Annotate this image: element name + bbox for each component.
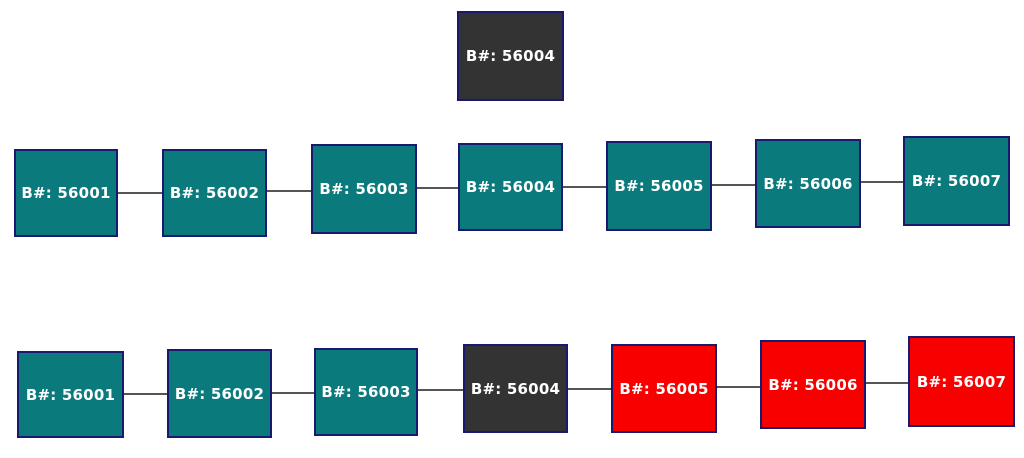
tampered-chain-block-0: B#: 56001 [17,351,124,438]
valid-chain-connector-0-1 [118,192,162,194]
tampered-chain-connector-1-2 [272,392,314,394]
valid-chain-block-0: B#: 56001 [14,149,118,237]
valid-chain-block-4: B#: 56005 [606,141,712,231]
tampered-chain-block-5: B#: 56006 [760,340,866,429]
tampered-chain-block-3: B#: 56004 [463,344,568,433]
valid-chain-connector-2-3 [417,187,458,189]
tampered-chain-connector-5-6 [866,382,908,384]
valid-chain-connector-4-5 [712,184,755,186]
tampered-chain-block-2: B#: 56003 [314,348,418,436]
tampered-chain-block-1: B#: 56002 [167,349,272,438]
valid-chain-block-5: B#: 56006 [755,139,861,228]
valid-chain-block-1: B#: 56002 [162,149,267,237]
valid-chain-block-3: B#: 56004 [458,143,563,231]
orphan-block: B#: 56004 [457,11,564,101]
tampered-chain-connector-2-3 [418,389,463,391]
valid-chain-connector-3-4 [563,186,606,188]
valid-chain-block-6: B#: 56007 [903,136,1010,226]
tampered-chain-block-6: B#: 56007 [908,336,1015,427]
valid-chain-connector-5-6 [861,181,903,183]
tampered-chain-connector-3-4 [568,388,611,390]
tampered-chain-block-4: B#: 56005 [611,344,717,433]
valid-chain-connector-1-2 [267,190,311,192]
tampered-chain-connector-0-1 [124,393,167,395]
tampered-chain-connector-4-5 [717,386,760,388]
valid-chain-block-2: B#: 56003 [311,144,417,234]
